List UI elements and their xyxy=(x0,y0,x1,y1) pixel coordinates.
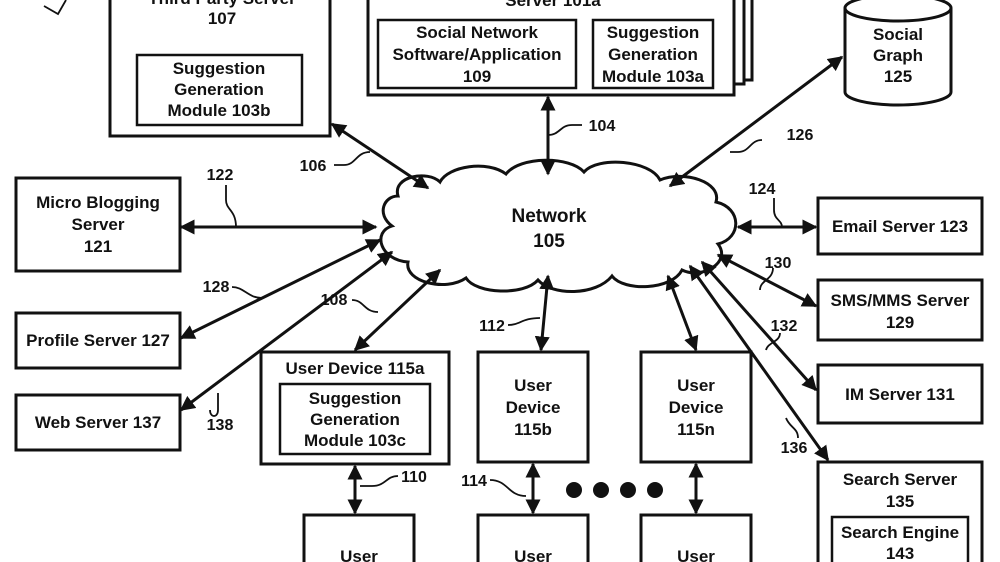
user-device-115n: User Device 115n xyxy=(639,350,753,464)
search-engine-line1: Search Engine xyxy=(841,523,959,542)
third-party-server: Third Party Server 107 Suggestion Genera… xyxy=(108,0,332,138)
ellipsis-dots xyxy=(566,482,663,498)
ref-110: 110 xyxy=(401,469,427,486)
social-network-software-109 xyxy=(376,18,578,90)
third-party-server-title: Third Party Server xyxy=(148,0,296,8)
user-device-115b-line2: Device xyxy=(506,398,561,417)
search-engine-143 xyxy=(830,515,970,562)
link-115n xyxy=(665,274,699,352)
ref-106: 106 xyxy=(300,158,327,175)
user-device-115a-title: User Device 115a xyxy=(286,359,425,378)
social-graph-database: Social Graph 125 xyxy=(843,0,953,107)
web-server-label: Web Server 137 xyxy=(35,413,161,432)
profile-server-label: Profile Server 127 xyxy=(26,331,170,350)
sms-server-line2: 129 xyxy=(886,313,914,332)
ref-114: 114 xyxy=(461,473,487,490)
ref-130: 130 xyxy=(765,255,792,272)
user-device-115b-line3: 115b xyxy=(514,420,552,439)
user-box-n: User xyxy=(639,513,753,562)
figure-reference-fragment xyxy=(43,0,67,16)
ref-138: 138 xyxy=(207,417,234,434)
ref-108: 108 xyxy=(321,292,348,309)
network-label: Network xyxy=(512,206,587,227)
user-device-115n-line2: Device xyxy=(669,398,724,417)
sms-server-line1: SMS/MMS Server xyxy=(831,291,970,310)
profile-server: Profile Server 127 xyxy=(14,311,182,370)
third-party-server-ref: 107 xyxy=(208,9,236,28)
software-line1: Social Network xyxy=(416,23,538,42)
social-graph-line2: Graph xyxy=(873,46,923,65)
search-engine-line2: 143 xyxy=(886,544,914,562)
user-device-115n-line1: User xyxy=(677,376,715,395)
module-103b-line2: Generation xyxy=(174,80,264,99)
micro-blogging-server: Micro Blogging Server 121 xyxy=(14,176,182,273)
link-112 xyxy=(534,274,555,352)
software-line2: Software/Application xyxy=(392,45,561,64)
user-device-115b: User Device 115b xyxy=(476,350,590,464)
ref-122: 122 xyxy=(207,167,234,184)
module-103c-line3: Module 103c xyxy=(304,431,406,450)
im-server-label: IM Server 131 xyxy=(845,385,955,404)
module-103b-line1: Suggestion xyxy=(173,59,266,78)
network-cloud: Network 105 xyxy=(379,158,738,293)
user-device-115b-line1: User xyxy=(514,376,552,395)
im-server: IM Server 131 xyxy=(816,363,984,425)
ref-124: 124 xyxy=(749,181,776,198)
module-103a-line1: Suggestion xyxy=(607,23,700,42)
link-108 xyxy=(353,268,442,352)
module-103a-line3: Module 103a xyxy=(602,67,705,86)
ref-128: 128 xyxy=(203,279,230,296)
email-server-label: Email Server 123 xyxy=(832,217,968,236)
reference-numerals: 104 106 126 122 124 128 108 112 130 132 … xyxy=(203,118,814,490)
social-network-server-title: Server 101a xyxy=(505,0,601,10)
user-device-115a: User Device 115a Suggestion Generation M… xyxy=(259,350,451,466)
module-103c-line2: Generation xyxy=(310,410,400,429)
user-a-label: User xyxy=(340,547,378,562)
suggestion-module-103b xyxy=(135,53,304,127)
ref-112: 112 xyxy=(479,318,505,335)
micro-blogging-line3: 121 xyxy=(84,237,112,256)
network-ref: 105 xyxy=(533,231,565,252)
social-graph-line3: 125 xyxy=(884,67,912,86)
link-136 xyxy=(688,264,830,462)
sms-mms-server: SMS/MMS Server 129 xyxy=(816,278,984,342)
module-103b-line3: Module 103b xyxy=(168,101,271,120)
reference-leaders xyxy=(209,124,799,497)
user-b-label: User xyxy=(514,547,552,562)
software-line3: 109 xyxy=(463,67,491,86)
user-box-a: User xyxy=(302,513,416,562)
search-server: Search Server 135 Search Engine 143 xyxy=(816,460,984,562)
module-103a-line2: Generation xyxy=(608,45,698,64)
ref-136: 136 xyxy=(781,440,808,457)
user-device-115n-line3: 115n xyxy=(677,420,715,439)
web-server: Web Server 137 xyxy=(14,393,182,452)
ref-132: 132 xyxy=(771,318,798,335)
search-server-line2: 135 xyxy=(886,492,914,511)
search-server-line1: Search Server xyxy=(843,470,958,489)
email-server: Email Server 123 xyxy=(816,196,984,256)
link-126 xyxy=(668,55,844,188)
user-n-label: User xyxy=(677,547,715,562)
social-network-server: Server 101a Social Network Software/Appl… xyxy=(366,0,754,97)
module-103c-line1: Suggestion xyxy=(309,389,402,408)
user-box-b: User xyxy=(476,513,590,562)
micro-blogging-line2: Server xyxy=(72,215,125,234)
social-graph-line1: Social xyxy=(873,25,923,44)
ref-104: 104 xyxy=(589,118,616,135)
ref-126: 126 xyxy=(787,127,814,144)
micro-blogging-line1: Micro Blogging xyxy=(36,193,160,212)
link-106 xyxy=(330,122,430,190)
